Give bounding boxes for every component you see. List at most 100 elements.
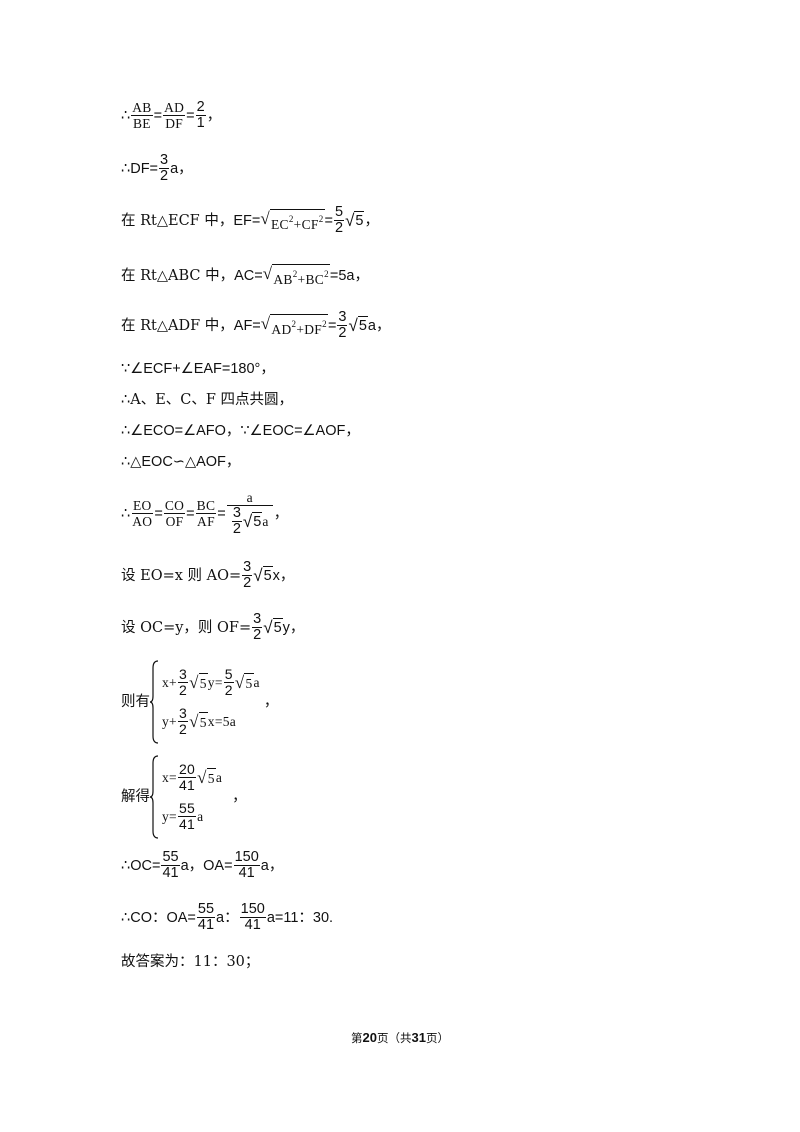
equals-sign: = (186, 107, 195, 124)
radical-icon: √ (263, 617, 273, 637)
therefore-symbol: ∴ (121, 107, 131, 124)
angle-sum-text: ∵∠ECF+∠EAF=180°， (121, 361, 275, 377)
sqrt-5: √5 (253, 565, 273, 585)
page-number: 20 (362, 1030, 377, 1045)
ac-line: 在 Rt△ABC 中， AC= √AB2+BC2 =5a， (121, 264, 369, 288)
therefore-symbol: ∴ (121, 505, 131, 522)
sqrt-5: √5 (242, 511, 263, 531)
sqrt-5: √5 (189, 672, 208, 692)
radical-icon: √ (345, 210, 355, 230)
comma: ， (263, 694, 279, 710)
sqrt-5: √5 (197, 767, 216, 787)
concyclic-line: ∴A、E、C、F 四点共圆， (121, 391, 293, 409)
radical-icon: √ (253, 565, 263, 585)
sqrt-5: √5 (348, 315, 368, 335)
page-footer: 第20页（共31页） (351, 1030, 449, 1045)
equals-sign: = (217, 505, 226, 522)
radical-icon: √ (348, 315, 358, 335)
sqrt-5: √5 (234, 672, 254, 692)
ratio-result: a=11：30. (266, 909, 334, 926)
radical-icon: √ (262, 264, 273, 283)
af-suffix: a， (367, 317, 391, 334)
similar-line: ∴△EOC∽△AOF， (121, 453, 240, 471)
similar-text: ∴△EOC∽△AOF， (121, 454, 241, 470)
ratio-lhs: ∴CO：OA= (121, 909, 196, 926)
left-brace-icon (150, 755, 159, 839)
concyclic-text: ∴A、E、C、F 四点共圆， (121, 392, 294, 408)
sqrt-5: √5 (345, 210, 365, 230)
ao-suffix: x， (272, 567, 295, 584)
ratio-mid: a： (216, 909, 239, 926)
oa-suffix: a， (260, 857, 284, 874)
equals-sign: = (153, 107, 163, 124)
radical-icon: √ (242, 511, 253, 531)
radical-icon: √ (197, 767, 207, 787)
oc-lhs: ∴OC= (121, 857, 161, 874)
angle-sum-line: ∵∠ECF+∠EAF=180°， (121, 360, 275, 378)
af-context: 在 Rt△ADF 中， (121, 317, 234, 334)
radical-icon: √ (260, 208, 270, 228)
ac-context: 在 Rt△ABC 中， (121, 268, 235, 284)
answer-text: 故答案为：11：30； (121, 954, 260, 970)
ef-context: 在 Rt△ECF 中， (121, 212, 234, 229)
system-label: 解得 (121, 789, 150, 805)
equals-sign: = (186, 505, 195, 522)
comma: ， (206, 107, 222, 124)
oa-lhs: a，OA= (180, 857, 233, 874)
of-lhs: 设 OC=y，则 OF= (121, 619, 252, 636)
angle-equal-text: ∴∠ECO=∠AFO，∵∠EOC=∠AOF， (121, 423, 360, 439)
equals-sign: = (324, 212, 333, 229)
comma: ， (273, 505, 289, 522)
page-total: 31 (411, 1030, 426, 1045)
left-brace-icon (150, 660, 159, 744)
radical-icon: √ (189, 711, 199, 731)
ef-lhs: EF= (233, 212, 261, 229)
af-lhs: AF= (233, 317, 261, 334)
sqrt-5: √5 (189, 711, 208, 731)
radical-icon: √ (189, 672, 199, 692)
sqrt-ec-cf: √EC2+CF2 (260, 208, 325, 232)
sqrt-ab-bc: √AB2+BC2 (262, 264, 330, 287)
ao-lhs: 设 EO=x 则 AO= (121, 567, 242, 584)
system-label: 则有 (121, 694, 150, 710)
radical-icon: √ (234, 672, 245, 692)
sqrt-5: √5 (263, 617, 283, 637)
df-suffix: a， (170, 160, 193, 177)
ac-result: =5a， (329, 268, 369, 284)
sqrt-ad-df: √AD2+DF2 (260, 313, 328, 337)
